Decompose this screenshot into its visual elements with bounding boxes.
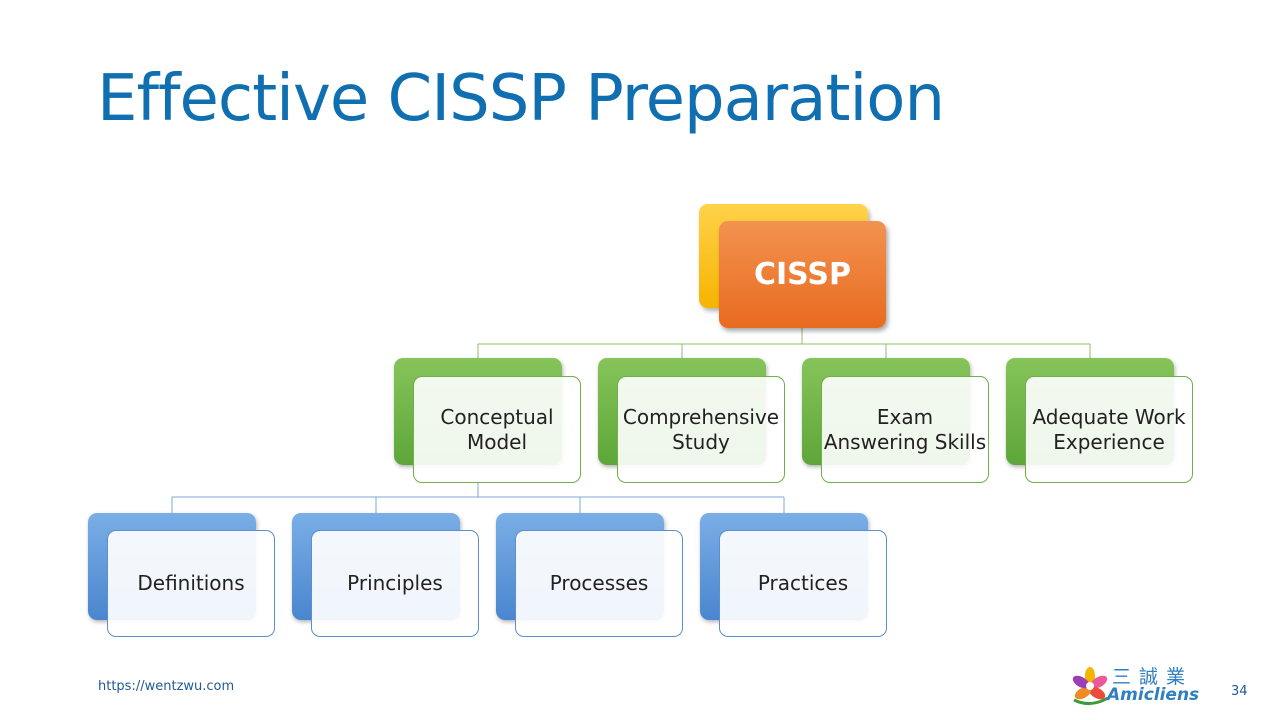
exam-skills-node: Exam Answering Skills	[821, 376, 989, 483]
conceptual-model-node: Conceptual Model	[413, 376, 581, 483]
definitions-label: Definitions	[137, 571, 245, 595]
processes-label: Processes	[549, 571, 649, 595]
work-experience-node: Adequate Work Experience	[1025, 376, 1193, 483]
work-experience-label: Adequate Work Experience	[1032, 404, 1186, 454]
amicliens-flower-logo-icon	[1072, 667, 1109, 705]
principles-node: Principles	[311, 530, 479, 637]
conceptual-model-label: Conceptual Model	[440, 404, 554, 454]
footer-url[interactable]: https://wentzwu.com	[98, 679, 235, 694]
exam-skills-label: Exam Answering Skills	[823, 404, 987, 454]
comprehensive-study-node: Comprehensive Study	[617, 376, 785, 483]
practices-label: Practices	[757, 571, 849, 595]
principles-label: Principles	[347, 571, 443, 595]
comprehensive-study-label: Comprehensive Study	[622, 404, 780, 454]
logo-wordmark: Amicliens	[1107, 685, 1200, 705]
definitions-node: Definitions	[107, 530, 275, 637]
cissp-node-label: CISSP	[753, 257, 852, 292]
slide-title: Effective CISSP Preparation	[97, 62, 945, 136]
cissp-node: CISSP	[719, 221, 886, 328]
page-number: 34	[1231, 684, 1248, 699]
conceptual-connectors	[171, 483, 785, 513]
processes-node: Processes	[515, 530, 683, 637]
logo-cjk-text: 三誠業	[1112, 666, 1194, 688]
practices-node: Practices	[719, 530, 887, 637]
root-connectors	[477, 328, 1091, 358]
